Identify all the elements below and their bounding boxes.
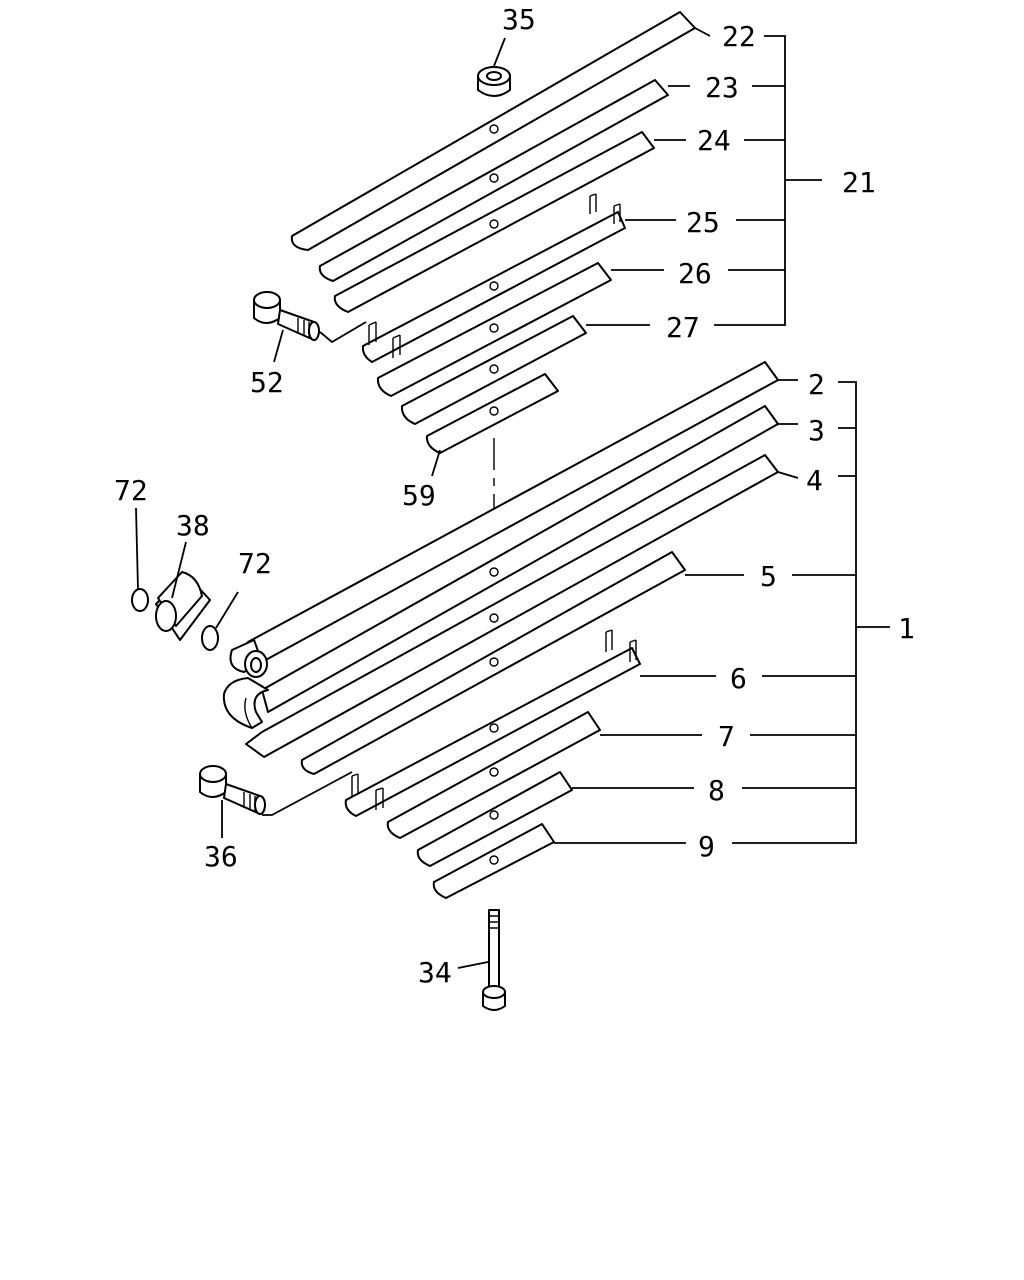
label-7: 7 xyxy=(718,720,735,753)
bushing-38 xyxy=(155,571,211,641)
hole xyxy=(489,219,499,229)
bolt-36 xyxy=(199,765,266,815)
label-5: 5 xyxy=(760,560,777,593)
clip xyxy=(613,203,621,224)
label-3: 3 xyxy=(808,414,825,447)
label-4: 4 xyxy=(806,464,823,497)
label-52: 52 xyxy=(250,366,284,399)
label-59: 59 xyxy=(402,479,436,512)
bolt-52 xyxy=(253,291,320,341)
spring-eye-bore xyxy=(250,657,262,673)
upper-spring-assembly xyxy=(290,11,696,454)
hole xyxy=(489,124,499,134)
hole xyxy=(489,173,499,183)
clip xyxy=(392,334,401,358)
hole xyxy=(489,855,499,865)
nut-35 xyxy=(477,66,511,97)
label-27: 27 xyxy=(666,311,700,344)
spring-eye xyxy=(222,677,269,729)
label-23: 23 xyxy=(705,71,739,104)
label-22: 22 xyxy=(722,20,756,53)
hole xyxy=(489,613,499,623)
ring-72-right xyxy=(201,625,219,651)
clip xyxy=(375,787,384,810)
label-36: 36 xyxy=(204,840,238,873)
ring-72-left xyxy=(131,588,149,612)
label-2: 2 xyxy=(808,368,825,401)
label-26: 26 xyxy=(678,257,712,290)
label-21: 21 xyxy=(842,166,876,199)
spring-eye-curl xyxy=(244,697,253,729)
leaf-3 xyxy=(261,405,779,713)
label-38: 38 xyxy=(176,509,210,542)
lower-spring-assembly xyxy=(222,361,779,899)
label-8: 8 xyxy=(708,774,725,807)
part-labels: 22 23 24 21 25 26 27 35 52 59 2 3 4 5 1 … xyxy=(114,3,915,989)
leaf-4 xyxy=(245,454,779,758)
label-25: 25 xyxy=(686,206,720,239)
label-72-left: 72 xyxy=(114,474,148,507)
label-1: 1 xyxy=(898,612,915,645)
label-9: 9 xyxy=(698,830,715,863)
leader-lines xyxy=(135,27,890,969)
clip xyxy=(589,193,597,214)
label-35: 35 xyxy=(502,3,536,36)
hole xyxy=(489,406,499,416)
label-6: 6 xyxy=(730,662,747,695)
clip xyxy=(605,629,613,652)
center-bolt-34 xyxy=(482,909,506,1011)
hole xyxy=(489,281,499,291)
hole xyxy=(489,567,499,577)
clip xyxy=(629,639,637,662)
hole xyxy=(489,657,499,667)
label-72-right: 72 xyxy=(238,547,272,580)
clip xyxy=(368,321,377,345)
hole xyxy=(489,767,499,777)
label-24: 24 xyxy=(697,124,731,157)
label-34: 34 xyxy=(418,956,452,989)
hole xyxy=(489,364,499,374)
clip xyxy=(351,773,359,796)
hole xyxy=(489,323,499,333)
hole xyxy=(489,810,499,820)
hole xyxy=(489,723,499,733)
